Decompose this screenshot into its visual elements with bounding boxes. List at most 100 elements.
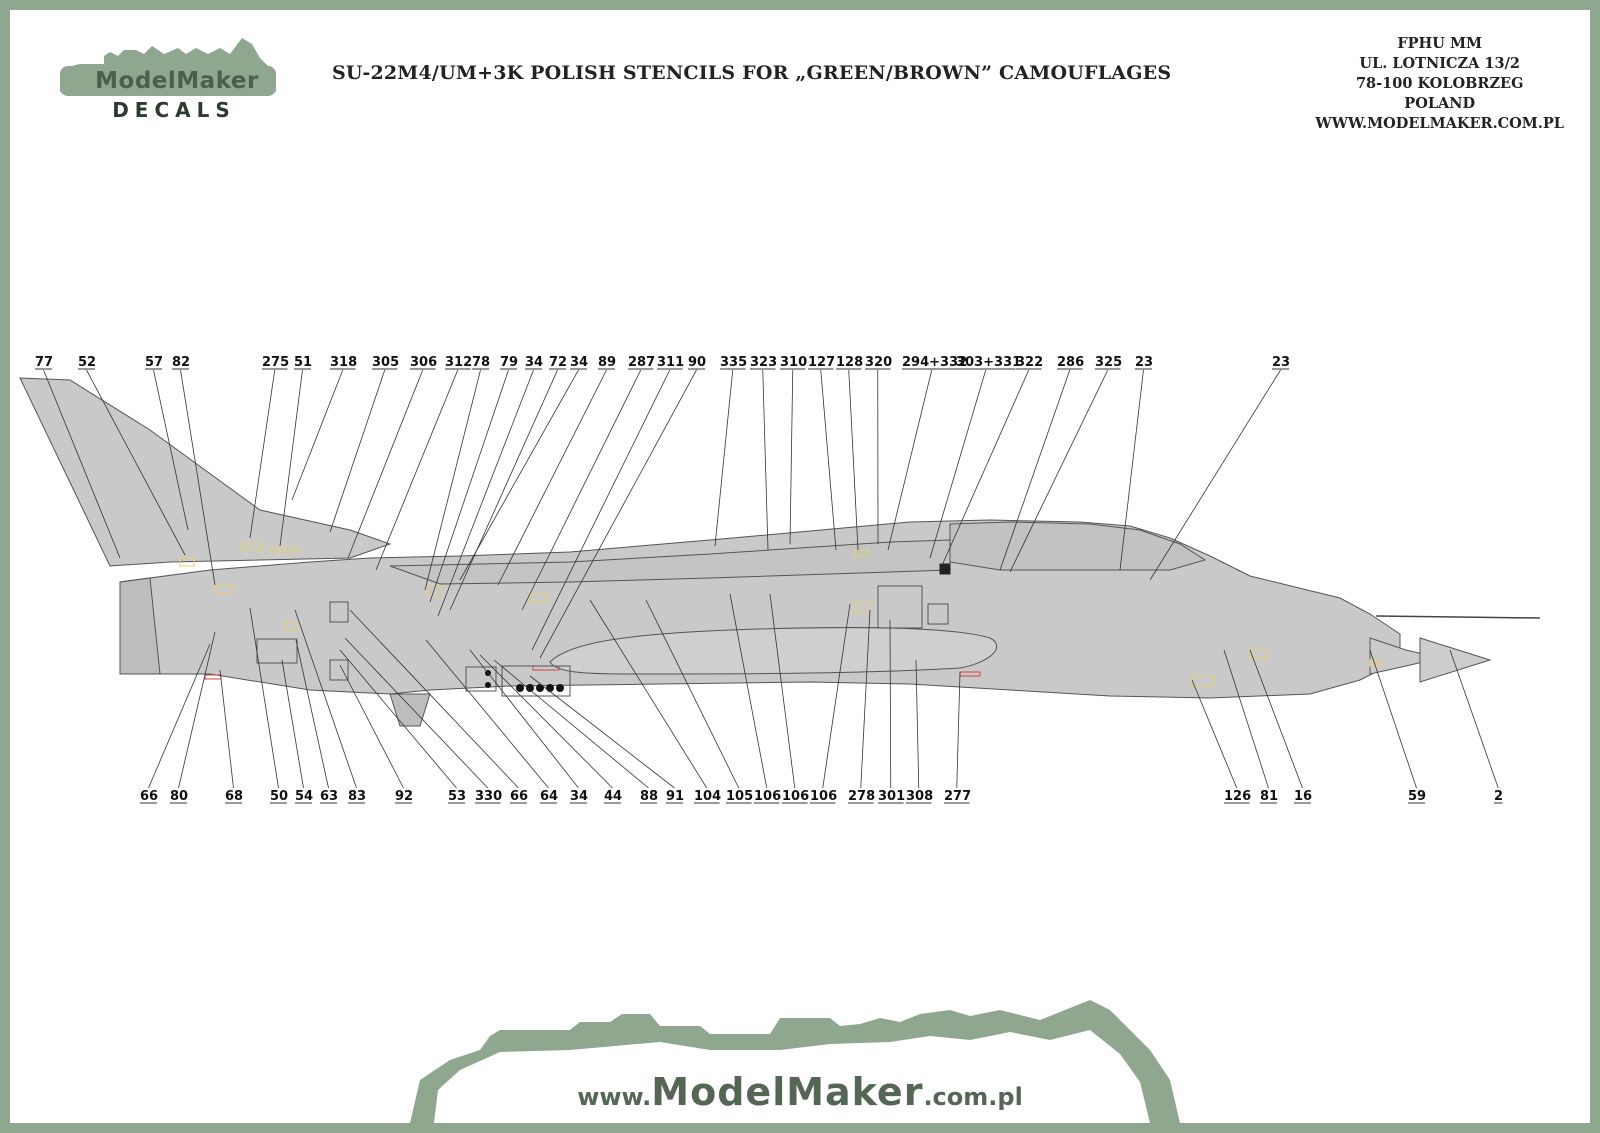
callout-label-top: 306 [410, 355, 437, 370]
callout-leader [339, 664, 404, 789]
callout-label-bottom: 53 [448, 789, 466, 804]
callout-label-bottom: 106 [782, 789, 809, 804]
callout-leader [469, 649, 579, 789]
callout-leader [769, 593, 796, 789]
callout-label-bottom: 106 [754, 789, 781, 804]
footer-website[interactable]: www.ModelMaker.com.pl [10, 1070, 1590, 1114]
callout-leader [281, 659, 304, 789]
aircraft-profile [19, 377, 1492, 727]
callout-label-top: 275 [262, 355, 289, 370]
access-panel [465, 666, 497, 692]
jet-nozzle [119, 577, 161, 675]
footer-suffix: .com.pl [923, 1083, 1023, 1111]
callout-leader [1449, 649, 1499, 789]
callout-leader [939, 369, 1030, 571]
callout-label-bottom: 16 [1294, 789, 1312, 804]
address-line: 78-100 KOLOBRZEG [1355, 75, 1524, 92]
stencil-yellow [1369, 659, 1383, 667]
callout-leader [279, 369, 303, 547]
callout-label-bottom: 80 [170, 789, 188, 804]
callout-leader [219, 669, 234, 789]
callout-leader [429, 369, 509, 603]
callout-leader [1009, 369, 1109, 573]
callout-label-bottom: 81 [1260, 789, 1278, 804]
access-panel [329, 659, 349, 681]
callout-leader [714, 369, 734, 547]
callout-leader [249, 369, 276, 539]
callout-label-top: 77 [35, 355, 53, 370]
callout-label-top: 90 [688, 355, 706, 370]
callout-leader [820, 369, 837, 551]
callout-label-bottom: 105 [726, 789, 753, 804]
callout-leader [887, 369, 933, 551]
callout-leader [1223, 649, 1269, 789]
callout-label-top: 82 [172, 355, 190, 370]
callout-leader [153, 369, 189, 531]
access-panel [927, 603, 949, 625]
callout-label-bottom: 2 [1494, 789, 1503, 804]
callout-label-top: 57 [145, 355, 163, 370]
stencil-yellow [241, 543, 263, 551]
callout-leader [1369, 649, 1417, 789]
wing-root-fairing [549, 627, 997, 675]
callout-leader [1119, 369, 1144, 571]
access-panel [501, 665, 571, 697]
stencil-yellow [1249, 649, 1269, 659]
callout-leader [889, 619, 892, 789]
callout-leader [497, 369, 607, 586]
address-line: FPHU MM [1397, 35, 1483, 52]
callout-leader [1149, 369, 1281, 581]
callout-leader [493, 659, 649, 789]
callout-label-bottom: 83 [348, 789, 366, 804]
callout-label-bottom: 54 [295, 789, 313, 804]
callout-leader [762, 369, 769, 551]
address-line: POLAND [1404, 95, 1476, 112]
callout-label-top: 23 [1272, 355, 1290, 370]
stencil-dot [526, 684, 534, 692]
stencil-yellow [853, 601, 871, 613]
callout-label-bottom: 34 [570, 789, 588, 804]
stencil-yellow [529, 593, 547, 603]
callout-leader [424, 369, 481, 591]
stencil-dot [536, 684, 544, 692]
callout-leader [425, 639, 549, 789]
logo-subtitle: DECALS [112, 98, 236, 122]
callout-leader [1249, 649, 1303, 789]
callout-label-top: 52 [78, 355, 96, 370]
callout-leader [339, 649, 457, 789]
company-address: FPHU MM UL. LOTNICZA 13/2 78-100 KOLOBRZ… [1315, 34, 1564, 134]
dorsal-spine [389, 539, 951, 585]
callout-label-top: 335 [720, 355, 747, 370]
callout-leader [249, 607, 279, 789]
stencil-yellow [285, 621, 297, 631]
callout-label-top: 127 [808, 355, 835, 370]
callout-label-bottom: 63 [320, 789, 338, 804]
callout-leader [915, 659, 920, 789]
callout-label-top: 294+332 [902, 355, 967, 370]
callout-leader [479, 654, 613, 789]
callout-leader [822, 603, 851, 789]
callout-leader [344, 637, 489, 789]
callout-label-top: 312 [445, 355, 472, 370]
modelmaker-logo: ModelMaker DECALS [46, 30, 286, 130]
callout-leader [178, 631, 216, 789]
callout-leader [349, 609, 519, 789]
callout-label-top: 320 [865, 355, 892, 370]
stencil-dot [546, 684, 554, 692]
callout-leader [789, 369, 794, 545]
stencil-dot [516, 684, 524, 692]
callout-label-top: 128 [836, 355, 863, 370]
stencil-dot [485, 682, 491, 688]
website-line[interactable]: WWW.MODELMAKER.COM.PL [1315, 115, 1564, 132]
callout-label-bottom: 308 [906, 789, 933, 804]
callout-label-bottom: 64 [540, 789, 558, 804]
callout-label-top: 23 [1135, 355, 1153, 370]
callout-leader [43, 369, 121, 559]
callout-label-top: 34 [525, 355, 543, 370]
callout-label-top: 318 [330, 355, 357, 370]
callout-label-top: 310 [780, 355, 807, 370]
callout-label-top: 34 [570, 355, 588, 370]
stencil-yellow [854, 549, 870, 557]
callout-label-top: 303+331 [956, 355, 1021, 370]
